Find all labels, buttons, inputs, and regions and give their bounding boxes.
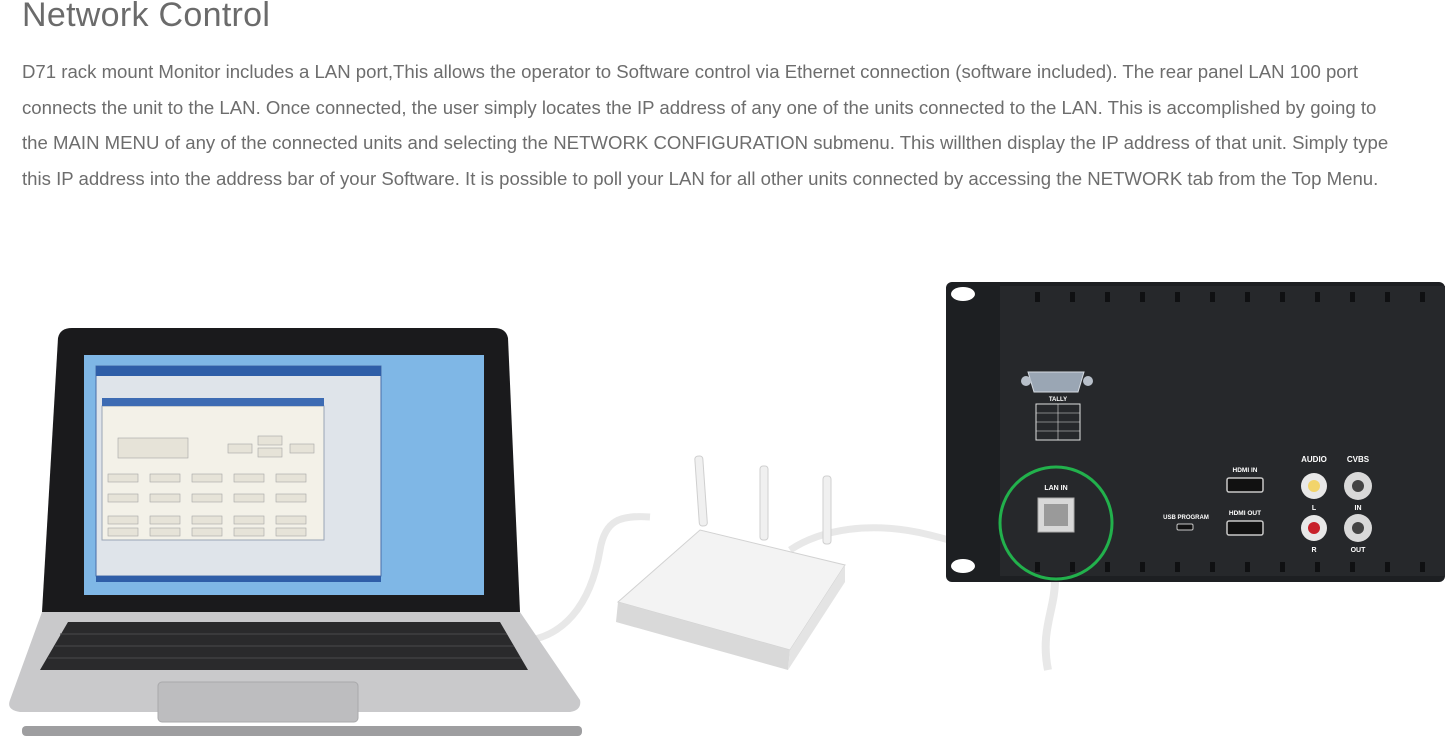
hdmi-in-label: HDMI IN	[1233, 467, 1258, 474]
cvbs-label: CVBS	[1347, 455, 1370, 464]
paragraph-line-3: the MAIN MENU of any of the connected un…	[22, 132, 1389, 153]
audio-l-label: L	[1312, 505, 1317, 512]
usb-program-port	[1176, 523, 1194, 531]
router-illustration	[616, 455, 846, 670]
tally-label: TALLY	[1049, 397, 1067, 403]
page-title: Network Control	[22, 0, 271, 34]
hdmi-in-port	[1226, 477, 1264, 493]
audio-label: AUDIO	[1301, 455, 1327, 464]
paragraph-line-2: connects the unit to the LAN. Once conne…	[22, 96, 1377, 118]
usb-program-label: USB PROGRAM	[1163, 515, 1209, 521]
lan-in-label: LAN IN	[1044, 485, 1067, 492]
paragraph-line-1: D71 rack mount Monitor includes a LAN po…	[22, 61, 1358, 82]
hdmi-out-port	[1226, 520, 1264, 536]
cable-laptop-router	[529, 513, 651, 644]
network-diagram-illustration: TALLY LAN IN HDMI IN HDMI OUT USB PROGRA…	[9, 282, 1445, 736]
description-paragraph: D71 rack mount Monitor includes a LAN po…	[22, 54, 1434, 196]
audio-r-label: R	[1311, 547, 1316, 554]
hdmi-out-label: HDMI OUT	[1229, 510, 1261, 517]
rear-panel-illustration: TALLY LAN IN HDMI IN HDMI OUT USB PROGRA…	[946, 282, 1445, 582]
cvbs-out-label: OUT	[1351, 547, 1367, 554]
lan-highlight-circle	[998, 465, 1114, 581]
laptop-illustration	[9, 328, 582, 736]
cvbs-in-label: IN	[1355, 505, 1362, 512]
lan-in-port: LAN IN	[998, 465, 1114, 581]
paragraph-line-4: this IP address into the address bar of …	[22, 167, 1379, 189]
tally-port: TALLY	[1021, 371, 1093, 441]
